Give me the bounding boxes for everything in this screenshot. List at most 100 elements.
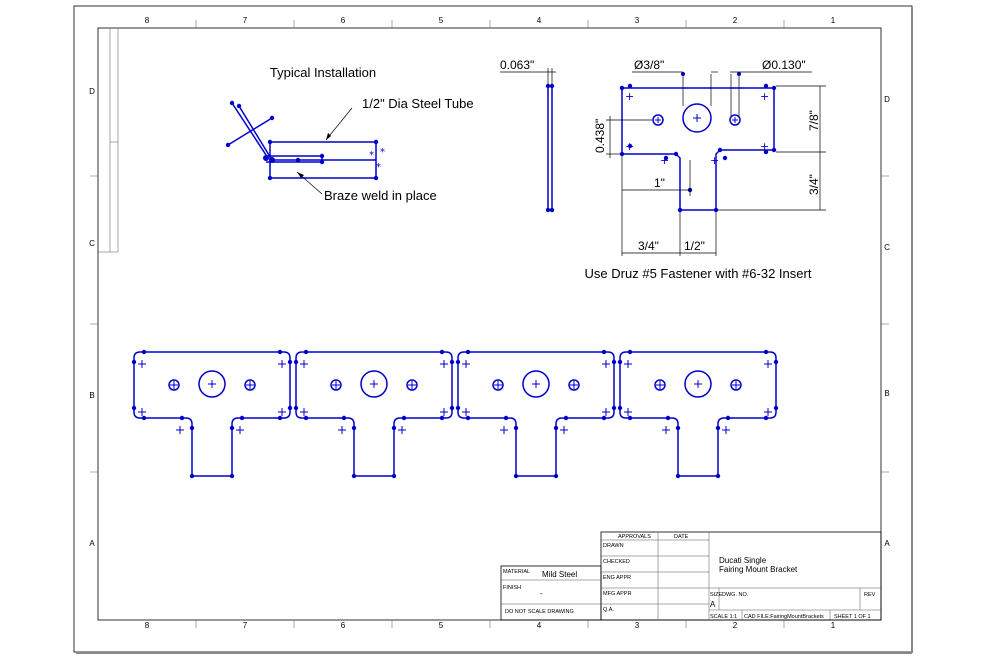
side-view — [500, 68, 556, 213]
bracket-vertex — [675, 425, 681, 431]
bracket-small-hole — [654, 379, 666, 391]
bracket-vertex — [293, 405, 299, 411]
tb-date: DATE — [674, 534, 689, 540]
zone-row-right: D — [884, 95, 890, 104]
bracket-large-hole — [360, 370, 388, 398]
fastener-note: Use Druz #5 Fastener with #6-32 Insert — [585, 266, 812, 281]
zone-row-left: A — [89, 539, 95, 548]
tb-eng-appr: ENG APPR — [603, 575, 631, 581]
bracket-vertex — [715, 473, 721, 479]
bracket-vertex — [439, 349, 445, 355]
tb-checked: CHECKED — [603, 559, 630, 565]
zone-row-left: B — [89, 391, 94, 400]
zone-row-left: D — [89, 87, 95, 96]
bracket-vertex — [617, 359, 623, 365]
bracket-vertex — [725, 415, 731, 421]
bracket-small-hole — [168, 379, 180, 391]
tb-size-value: A — [710, 600, 716, 609]
zone-col-bottom: 1 — [831, 621, 836, 630]
tube-leader — [325, 107, 353, 141]
svg-text:*: * — [380, 147, 385, 158]
zone-row-right: B — [884, 389, 889, 398]
front-view: + + + + + + — [619, 72, 777, 213]
bracket-large-hole — [198, 370, 226, 398]
svg-text:*: * — [369, 150, 374, 161]
bracket-vertex — [439, 415, 445, 421]
zone-col-top: 8 — [145, 16, 150, 25]
svg-text:+: + — [625, 90, 634, 103]
front-view-dimensions — [606, 71, 826, 256]
bracket-vertex — [303, 349, 309, 355]
tb-finish-value: - — [540, 589, 543, 598]
bracket-vertex — [131, 405, 137, 411]
tb-scale: SCALE 1:1 — [710, 614, 737, 620]
bracket-vertex — [287, 405, 293, 411]
bracket-vertex — [715, 425, 721, 431]
tb-no-scale: DO NOT SCALE DRAWING — [505, 609, 574, 615]
tb-approvals: APPROVALS — [618, 534, 651, 540]
width-1-dimension: 1" — [654, 176, 665, 190]
bracket-vertex — [675, 473, 681, 479]
zone-row-left: C — [89, 239, 95, 248]
bracket-vertex — [601, 349, 607, 355]
svg-text:+: + — [660, 154, 669, 167]
bracket-vertex — [391, 425, 397, 431]
hole-small-dimension: Ø0.130" — [762, 58, 806, 72]
bracket-vertex — [141, 415, 147, 421]
bracket-vertex — [401, 415, 407, 421]
zone-row-right: A — [884, 539, 890, 548]
zone-col-bottom: 6 — [341, 621, 346, 630]
bracket-vertex — [465, 349, 471, 355]
tb-material-value: Mild Steel — [542, 570, 577, 579]
zone-col-bottom: 4 — [537, 621, 542, 630]
tb-mfg-appr: MFG APPR — [603, 591, 631, 597]
bracket-vertex — [351, 473, 357, 479]
bracket-large-hole — [684, 370, 712, 398]
bracket-vertex — [189, 425, 195, 431]
tb-title-line2: Fairing Mount Bracket — [719, 565, 798, 574]
bracket-vertex — [293, 359, 299, 365]
tb-qa: Q.A. — [603, 607, 614, 613]
bracket-vertex — [455, 359, 461, 365]
bracket-vertex — [563, 415, 569, 421]
zone-col-bottom: 2 — [733, 621, 738, 630]
bracket-small-hole — [406, 379, 418, 391]
bracket-small-hole — [330, 379, 342, 391]
bracket-vertex — [553, 473, 559, 479]
zone-col-top: 4 — [537, 16, 542, 25]
sheet-border — [73, 5, 913, 653]
thickness-dimension: 0.063" — [500, 58, 534, 72]
svg-text:+: + — [760, 90, 769, 103]
bracket-small-hole — [492, 379, 504, 391]
tb-sheet: SHEET 1 OF 1 — [834, 614, 871, 620]
bracket-vertex — [239, 415, 245, 421]
bracket-vertex — [513, 425, 519, 431]
bracket-vertex — [277, 415, 283, 421]
bracket-vertex — [763, 415, 769, 421]
bracket-vertex — [229, 473, 235, 479]
zone-col-top: 1 — [831, 16, 836, 25]
bracket-vertex — [601, 415, 607, 421]
tb-material-label: MATERIAL — [503, 569, 530, 575]
braze-leader-arrow — [297, 172, 304, 178]
zone-col-top: 3 — [635, 16, 640, 25]
bracket-small-hole — [244, 379, 256, 391]
bracket-vertex — [141, 349, 147, 355]
bracket-vertex — [763, 349, 769, 355]
bracket-vertex — [513, 473, 519, 479]
bracket-vertex — [627, 415, 633, 421]
bracket-small-hole — [730, 379, 742, 391]
tube-leader-arrow — [326, 133, 331, 140]
width-1-2-dimension: 1/2" — [684, 239, 705, 253]
zone-col-bottom: 3 — [635, 621, 640, 630]
svg-text:+: + — [760, 140, 769, 153]
bracket-vertex — [189, 473, 195, 479]
bracket-vertex — [553, 425, 559, 431]
bracket-vertex — [229, 425, 235, 431]
bracket-large-hole — [522, 370, 550, 398]
bracket-vertex — [391, 473, 397, 479]
bracket-vertex — [465, 415, 471, 421]
zone-ticks — [90, 20, 889, 628]
bracket-vertex — [455, 405, 461, 411]
